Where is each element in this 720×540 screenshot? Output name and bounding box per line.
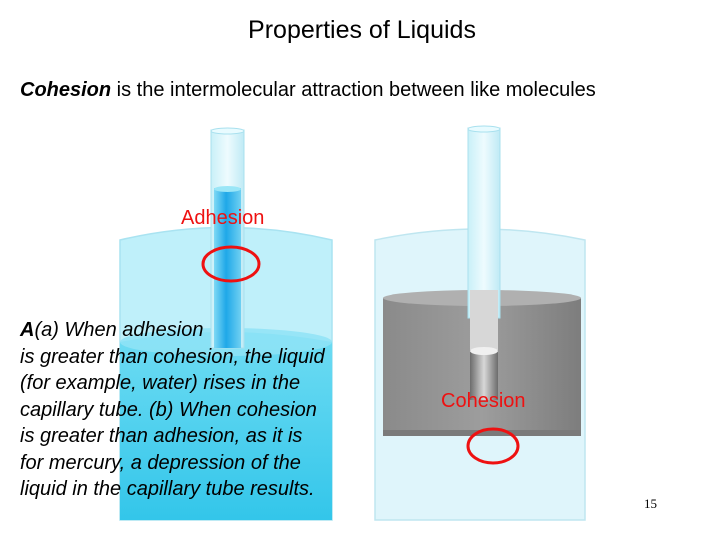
caption-line: (for example, water) rises in the	[20, 372, 301, 394]
caption-marker: A	[20, 319, 35, 341]
caption-line: capillary tube. (b) When cohesion	[20, 398, 317, 421]
page-number: 15	[644, 496, 657, 511]
cohesion-definition: Cohesion is the intermolecular attractio…	[20, 79, 720, 102]
cohesion-term: Cohesion	[20, 79, 112, 101]
caption-line: is greater than adhesion, as it is	[20, 425, 303, 447]
water-capillary-tube	[210, 127, 245, 349]
cohesion-highlight-circle	[466, 427, 520, 465]
cohesion-label: Cohesion	[441, 390, 526, 412]
water-beaker	[119, 226, 333, 521]
caption-line: for mercury, a depression of the	[20, 451, 301, 474]
slide-title: Properties of Liquids	[248, 16, 476, 44]
mercury-capillary-tube	[467, 125, 501, 400]
adhesion-highlight-circle	[201, 245, 261, 283]
adhesion-label: Adhesion	[181, 207, 265, 229]
caption-line: is greater than cohesion, the liquid	[20, 345, 325, 368]
caption-line: liquid in the capillary tube results.	[20, 478, 315, 500]
caption-line: A(a) When adhesion	[20, 319, 204, 341]
cohesion-definition-text: is the intermolecular attraction between…	[111, 79, 596, 101]
figure-caption: A(a) When adhesion is greater than cohes…	[20, 317, 400, 503]
